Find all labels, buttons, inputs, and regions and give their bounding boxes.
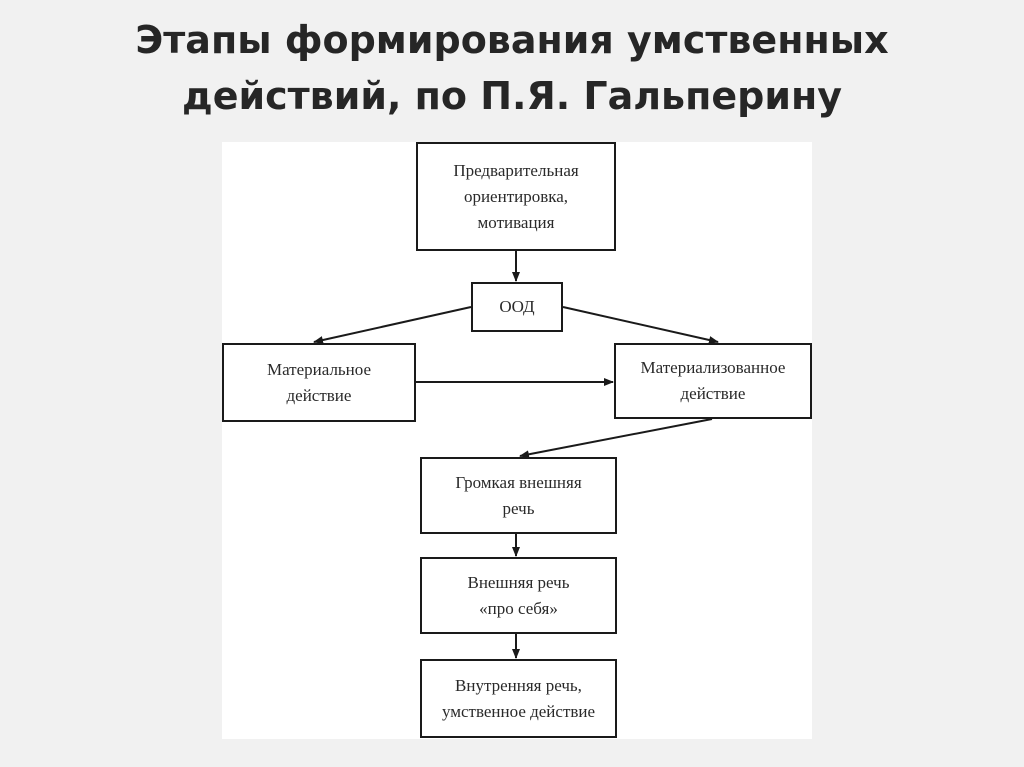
node-orientation: Предварительная ориентировка, мотивация: [416, 142, 616, 251]
arrow-ood-to-material: [313, 306, 472, 344]
node-loud-speech: Громкая внешняя речь: [420, 457, 617, 534]
node-internal-speech-line-1: Внутренняя речь,: [455, 675, 582, 695]
node-external-speech-line-1: Внешняя речь: [467, 572, 570, 592]
node-external-speech-line-2: «про себя»: [479, 598, 558, 618]
node-materialized-line-1: Материализованное: [640, 358, 786, 377]
node-materialized-line-2: действие: [680, 384, 746, 403]
node-external-speech: Внешняя речь «про себя»: [420, 557, 617, 634]
node-orientation-line-2: ориентировка,: [463, 186, 569, 206]
node-loud-speech-line-2: речь: [502, 498, 535, 518]
title-line-2: действий, по П.Я. Гальперину: [182, 74, 842, 118]
node-orientation-line-3: мотивация: [477, 212, 555, 232]
node-material-line-1: Материальное: [266, 359, 372, 379]
title-line-1: Этапы формирования умственных: [135, 18, 889, 62]
slide-title: Этапы формирования умственных действий, …: [0, 12, 1024, 124]
node-orientation-line-1: Предварительная: [453, 160, 579, 180]
node-ood: ООД: [471, 282, 563, 332]
node-ood-label: ООД: [499, 297, 535, 316]
node-loud-speech-line-1: Громкая внешняя: [455, 472, 582, 492]
arrow-materialized-to-loud-speech: [519, 418, 713, 459]
node-internal-speech-line-2: умственное действие: [441, 701, 596, 721]
node-material-line-2: действие: [286, 385, 352, 405]
node-internal-speech: Внутренняя речь, умственное действие: [420, 659, 617, 738]
node-materialized: Материализованное действие: [614, 343, 812, 419]
arrow-ood-to-materialized: [562, 306, 719, 344]
node-material: Материальное действие: [222, 343, 416, 422]
